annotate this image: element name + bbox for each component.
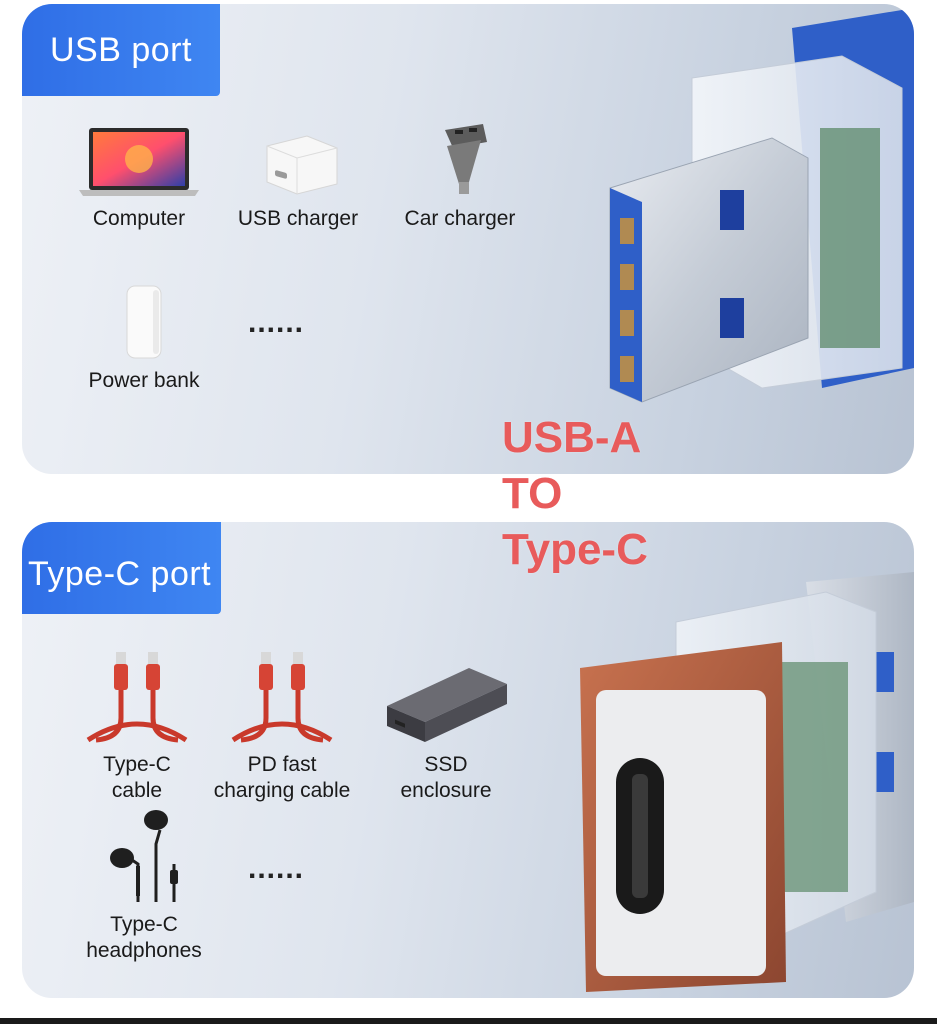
usb-port-title: USB port <box>22 4 220 96</box>
typec-cable-icon <box>86 652 188 743</box>
device-label: Type-C headphones <box>86 913 202 962</box>
usb-a-connector-illustration <box>609 8 914 403</box>
overlay-line-3: Type-C <box>502 525 648 574</box>
device-typec-cable: Type-C cable <box>72 648 202 804</box>
typec-socket-illustration <box>580 572 914 992</box>
device-label: Computer <box>92 207 186 230</box>
device-car-charger: Car charger <box>390 122 530 232</box>
more-devices-ellipsis: ...... <box>248 306 305 339</box>
typec-port-title: Type-C port <box>22 522 222 614</box>
device-label: USB charger <box>237 207 359 230</box>
device-typec-headphones: Type-C headphones <box>66 804 222 964</box>
wall-charger-icon <box>266 135 338 195</box>
device-pd-cable: PD fast charging cable <box>194 648 370 804</box>
overlay-line-1: USB-A <box>502 413 642 462</box>
overlay-line-2: TO <box>502 469 563 518</box>
device-label: PD fast charging cable <box>213 753 351 802</box>
device-ssd-enclosure: SSD enclosure <box>374 662 518 804</box>
pd-cable-icon <box>231 652 333 743</box>
device-power-bank: Power bank <box>74 284 214 394</box>
headphones-icon <box>110 810 178 902</box>
device-label: Type-C cable <box>103 753 171 802</box>
device-usb-charger: USB charger <box>228 132 368 232</box>
more-devices-ellipsis: ...... <box>248 852 305 885</box>
usb-a-to-type-c-overlay: USB-A TO Type-C <box>502 410 648 578</box>
device-label: Car charger <box>404 207 516 230</box>
laptop-icon <box>79 128 199 196</box>
usb-port-panel: USB port Computer USB charger <box>22 4 914 474</box>
ssd-enclosure-icon <box>387 668 507 742</box>
car-charger-icon <box>445 124 487 194</box>
power-bank-icon <box>126 285 162 359</box>
device-label: Power bank <box>88 369 200 392</box>
device-computer: Computer <box>74 126 204 232</box>
device-label: SSD enclosure <box>400 753 492 802</box>
typec-port-panel: Type-C port Type-C cable PD fast chargin… <box>22 522 914 998</box>
bottom-edge-bar <box>0 1018 937 1024</box>
